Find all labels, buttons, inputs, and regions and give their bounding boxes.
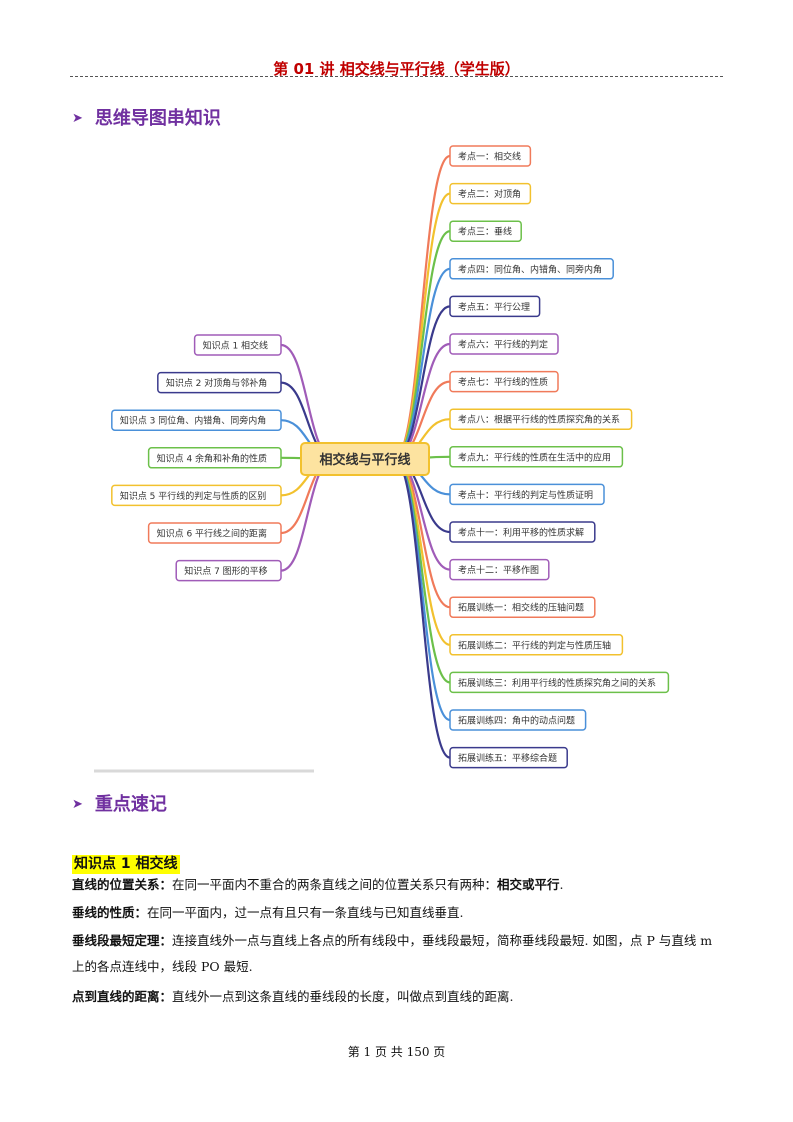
- term-shortest-perpendicular: 垂线段最短定理：: [72, 933, 173, 948]
- mindmap-node-label: 考点一：相交线: [458, 151, 521, 163]
- mindmap-node-label: 考点七：平行线的性质: [458, 376, 548, 388]
- mindmap-node-left-7: 知识点 7 图形的平移: [175, 559, 282, 582]
- mindmap-node-right-11: 考点十一：利用平移的性质求解: [449, 521, 596, 543]
- mindmap-node-label: 考点十：平行线的判定与性质证明: [458, 489, 593, 501]
- mindmap-node-label: 考点四：同位角、内错角、同旁内角: [458, 263, 602, 275]
- mindmap-node-right-2: 考点二：对顶角: [449, 182, 532, 205]
- mindmap-node-label: 知识点 4 余角和补角的性质: [157, 452, 267, 464]
- term-line-relations: 直线的位置关系：: [72, 877, 173, 892]
- text-perpendicular-property: 在同一平面内，过一点有且只有一条直线与已知直线垂直.: [147, 905, 464, 920]
- mindmap-node-label: 知识点 6 平行线之间的距离: [157, 528, 267, 540]
- mindmap-node-right-9: 考点九：平行线的性质在生活中的应用: [449, 446, 624, 468]
- section-heading-key-points: ➤ 重点速记: [72, 790, 167, 816]
- mindmap-node-right-14: 拓展训练二：平行线的判定与性质压轴: [449, 634, 624, 656]
- page-footer: 第 1 页 共 150 页: [347, 1045, 446, 1059]
- mindmap-center-node: 相交线与平行线: [300, 442, 430, 476]
- text-line-relations: 在同一平面内不重合的两条直线之间的位置关系只有两种：: [172, 877, 498, 892]
- term-perpendicular-property: 垂线的性质：: [72, 905, 148, 920]
- paragraph-point-line-distance: 点到直线的距离：直线外一点到这条直线的垂线段的长度，叫做点到直线的距离.: [72, 984, 724, 1010]
- mindmap-node-label: 知识点 5 平行线的判定与性质的区别: [120, 490, 266, 502]
- mindmap-node-label: 考点五：平行公理: [458, 301, 530, 313]
- mindmap-node-label: 拓展训练三：利用平行线的性质探究角之间的关系: [458, 677, 656, 689]
- paragraph-shortest-perpendicular: 垂线段最短定理：连接直线外一点与直线上各点的所有线段中，垂线段最短，简称垂线段最…: [72, 928, 724, 980]
- mindmap-node-label: 拓展训练四：角中的动点问题: [458, 715, 575, 727]
- mindmap-node-label: 考点二：对顶角: [458, 188, 521, 200]
- knowledge-point-heading: 知识点 1 相交线: [72, 855, 180, 874]
- mindmap-node-label: 考点十一：利用平移的性质求解: [458, 527, 584, 539]
- mindmap-node-right-4: 考点四：同位角、内错角、同旁内角: [449, 258, 614, 280]
- mindmap-node-right-6: 考点六：平行线的判定: [449, 333, 559, 355]
- bold-intersect-or-parallel: 相交或平行: [497, 877, 560, 892]
- mindmap-node-label: 考点十二：平移作图: [458, 564, 539, 576]
- mindmap-node-label: 考点三：垂线: [458, 226, 512, 238]
- page-header-title: 第 01 讲 相交线与平行线（学生版）: [273, 60, 520, 78]
- mindmap-center-label: 相交线与平行线: [319, 452, 410, 468]
- chevron-right-icon: ➤: [72, 797, 83, 812]
- section-heading-mindmap: ➤ 思维导图串知识: [72, 104, 221, 130]
- paragraph-line-relations: 直线的位置关系：在同一平面内不重合的两条直线之间的位置关系只有两种：相交或平行.: [72, 872, 724, 898]
- mindmap-node-label: 考点八：根据平行线的性质探究角的关系: [458, 414, 620, 426]
- mindmap-node-right-1: 考点一：相交线: [449, 145, 532, 167]
- mindmap-node-right-17: 拓展训练五：平移综合题: [449, 746, 568, 769]
- mindmap-node-label: 知识点 2 对顶角与邻补角: [166, 377, 267, 389]
- mindmap-node-right-5: 考点五：平行公理: [449, 295, 541, 318]
- mindmap-node-right-13: 拓展训练一：相交线的压轴问题: [449, 596, 596, 618]
- mindmap-node-right-7: 考点七：平行线的性质: [449, 370, 559, 393]
- section-heading-key-points-text: 重点速记: [94, 794, 167, 815]
- section-heading-mindmap-text: 思维导图串知识: [94, 108, 221, 129]
- text-shortest-perpendicular: 连接直线外一点与直线上各点的所有线段中，垂线段最短，简称垂线段最短. 如图，点 …: [72, 933, 713, 974]
- mindmap-node-label: 知识点 1 相交线: [203, 340, 268, 352]
- mindmap-node-left-6: 知识点 6 平行线之间的距离: [147, 522, 282, 544]
- mindmap-node-right-3: 考点三：垂线: [449, 220, 522, 242]
- mindmap-node-left-2: 知识点 2 对顶角与邻补角: [157, 371, 282, 394]
- mindmap-node-label: 知识点 3 同位角、内错角、同旁内角: [120, 415, 266, 427]
- mindmap-node-label: 考点六：平行线的判定: [458, 339, 548, 351]
- mindmap-node-left-5: 知识点 5 平行线的判定与性质的区别: [111, 484, 282, 507]
- mindmap-node-left-3: 知识点 3 同位角、内错角、同旁内角: [111, 409, 282, 431]
- mindmap-node-left-1: 知识点 1 相交线: [193, 334, 282, 356]
- mindmap-node-label: 知识点 7 图形的平移: [184, 565, 267, 577]
- mindmap-node-right-8: 考点八：根据平行线的性质探究角的关系: [449, 408, 633, 430]
- mindmap-node-right-16: 拓展训练四：角中的动点问题: [449, 709, 587, 731]
- chevron-right-icon: ➤: [72, 111, 83, 126]
- mindmap-node-left-4: 知识点 4 余角和补角的性质: [147, 447, 282, 469]
- mindmap-node-label: 拓展训练五：平移综合题: [458, 752, 557, 764]
- mindmap-node-label: 拓展训练二：平行线的判定与性质压轴: [458, 639, 611, 651]
- mindmap-node-label: 考点九：平行线的性质在生活中的应用: [458, 451, 611, 463]
- header-divider: [70, 76, 723, 77]
- text-period: .: [559, 877, 564, 892]
- text-point-line-distance: 直线外一点到这条直线的垂线段的长度，叫做点到直线的距离.: [172, 989, 514, 1004]
- mindmap-node-right-15: 拓展训练三：利用平行线的性质探究角之间的关系: [449, 671, 670, 694]
- mindmap-node-right-12: 考点十二：平移作图: [449, 558, 550, 581]
- mindmap-node-right-10: 考点十：平行线的判定与性质证明: [449, 483, 605, 506]
- paragraph-perpendicular-property: 垂线的性质：在同一平面内，过一点有且只有一条直线与已知直线垂直.: [72, 900, 724, 926]
- mindmap-node-label: 拓展训练一：相交线的压轴问题: [458, 602, 584, 614]
- term-point-line-distance: 点到直线的距离：: [72, 989, 173, 1004]
